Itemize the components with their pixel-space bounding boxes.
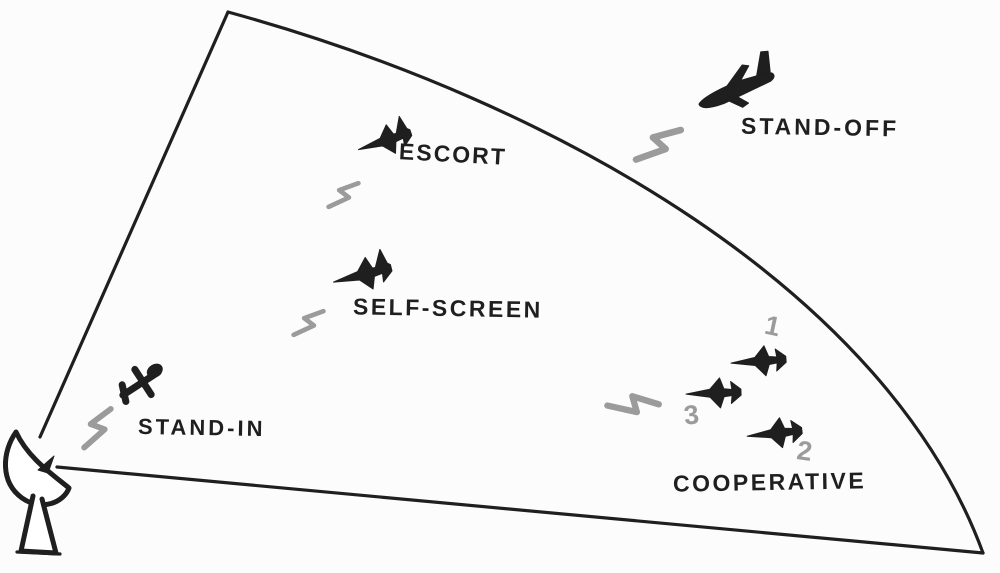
standoff-wing-far [726, 64, 750, 88]
small-drone-icon [118, 363, 163, 405]
standoff-tail-fin [756, 50, 771, 77]
radar-coverage-sector [38, 10, 985, 555]
fighter-jet-icon [329, 248, 396, 299]
formation-number-3: 3 [682, 399, 701, 431]
jamming-bolt-icon [636, 118, 681, 172]
jamming-bolts [84, 118, 681, 451]
cooperative-fighter-2 [745, 415, 804, 452]
radar-dish-feed [37, 455, 55, 474]
radar-dish-reflector [3, 429, 72, 508]
stand-off-label: STAND-OFF [740, 112, 900, 142]
selfscreen-fighter-fin [374, 248, 389, 268]
drone-tail [118, 381, 130, 405]
jamming-bolt-icon [84, 406, 111, 451]
cooperative-fighter-1 [729, 343, 788, 379]
radar-base [15, 550, 62, 556]
jamming-bolt-icon [329, 176, 359, 214]
sector-bottom-edge [55, 465, 985, 555]
drone-wings [131, 365, 155, 399]
sector-left-edge [38, 10, 230, 439]
cooperative-formation [684, 343, 804, 452]
drone-nose [146, 363, 163, 378]
escort-fighter-fin [395, 115, 409, 134]
large-aircraft-icon [698, 50, 775, 109]
self-screen-label: SELF-SCREEN [352, 293, 544, 323]
radar-dish-icon [3, 429, 72, 556]
escort-label: ESCORT [398, 138, 508, 170]
stand-in-label: STAND-IN [137, 413, 266, 442]
standoff-wing-near [724, 94, 750, 108]
sector-range-arc [226, 10, 985, 555]
fighter-jet-icon [353, 115, 416, 165]
jamming-bolt-icon [607, 384, 658, 426]
cooperative-label: COOPERATIVE [672, 467, 867, 497]
jamming-bolt-icon [294, 304, 324, 342]
standoff-fuselage [698, 71, 775, 109]
